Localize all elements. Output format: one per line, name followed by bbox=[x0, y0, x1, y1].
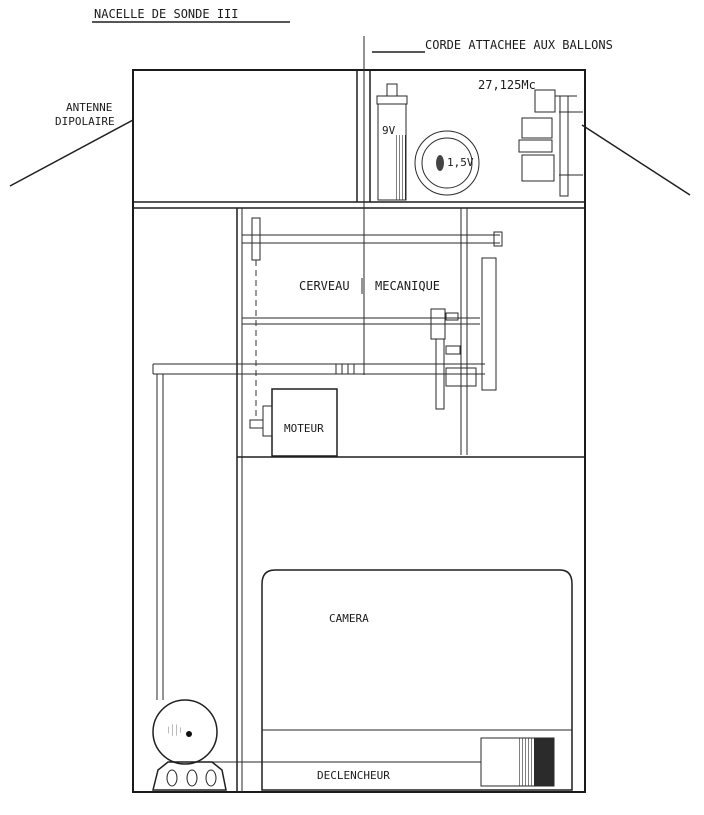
antenna-label-2: DIPOLAIRE bbox=[55, 115, 115, 128]
rope-label: CORDE ATTACHEE AUX BALLONS bbox=[425, 38, 613, 52]
battery-1-5v-label: 1,5V bbox=[447, 156, 474, 169]
upper-gear bbox=[251, 217, 261, 261]
pulley-wheel bbox=[152, 699, 218, 765]
trigger-shutter bbox=[480, 737, 555, 787]
brain-label-1: CERVEAU bbox=[299, 279, 350, 293]
large-gear-right bbox=[481, 257, 497, 391]
main-drive-shaft bbox=[152, 363, 485, 375]
antenna-right-wire bbox=[581, 124, 691, 196]
motor bbox=[249, 388, 338, 457]
pulley-bracket bbox=[152, 761, 227, 791]
diagram-title: NACELLE DE SONDE III bbox=[94, 7, 239, 21]
upper-shaft-cap bbox=[493, 231, 503, 247]
battery-9v-label: 9V bbox=[382, 124, 396, 137]
antenna-label-1: ANTENNE bbox=[66, 101, 112, 114]
gondola-outer-frame bbox=[132, 69, 586, 793]
center-gear-cluster bbox=[430, 308, 477, 410]
trigger-label: DECLENCHEUR bbox=[317, 769, 390, 782]
frequency-label: 27,125Mc bbox=[478, 78, 536, 92]
transmitter-components bbox=[518, 89, 583, 197]
antenna-left-wire bbox=[9, 119, 134, 187]
brain-label-2: MECANIQUE bbox=[375, 279, 440, 293]
camera bbox=[261, 569, 573, 791]
battery-9v bbox=[376, 83, 408, 201]
battery-1-5v bbox=[414, 130, 480, 196]
motor-label: MOTEUR bbox=[284, 422, 324, 435]
camera-label: CAMERA bbox=[329, 612, 369, 625]
